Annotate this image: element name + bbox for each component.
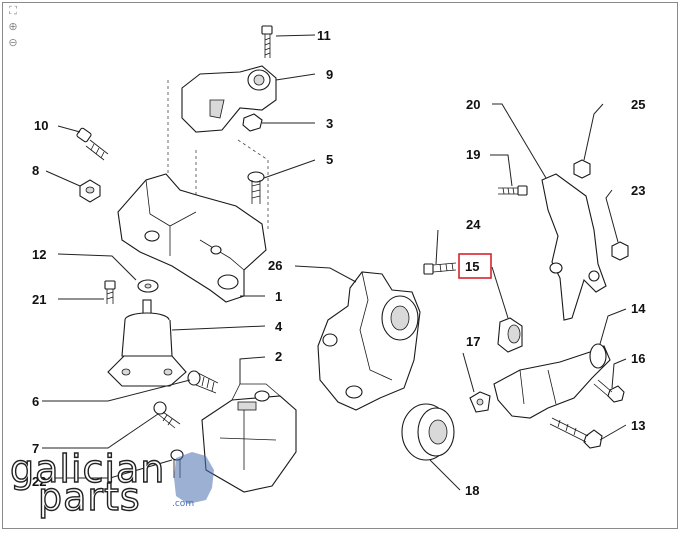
hub-bearing-18-drawing: [401, 403, 455, 461]
bolt-19-drawing: [498, 185, 528, 196]
callout-3[interactable]: 3: [326, 116, 333, 131]
hydraulic-mount-4-drawing: [107, 299, 187, 387]
bolt-21-drawing: [104, 280, 116, 304]
callout-18[interactable]: 18: [465, 483, 479, 498]
nut-25-drawing: [573, 159, 591, 179]
fullscreen-icon[interactable]: ⛶: [9, 5, 17, 17]
callout-13[interactable]: 13: [631, 418, 645, 433]
engine-bracket-1-drawing: [117, 173, 267, 303]
viewer-toolbar: ⛶ ⊕ ⊖: [6, 4, 22, 52]
callout-23[interactable]: 23: [631, 183, 645, 198]
callout-1[interactable]: 1: [275, 289, 282, 304]
callout-6[interactable]: 6: [32, 394, 39, 409]
highlighted-callout-box: [458, 253, 492, 279]
galicianparts-logo: galician parts .com: [9, 446, 214, 520]
callout-5[interactable]: 5: [326, 152, 333, 167]
galicia-map-shape: [174, 452, 214, 504]
bolt-11-drawing: [261, 25, 273, 58]
bolt-10-drawing: [76, 127, 109, 161]
zoom-out-icon[interactable]: ⊖: [8, 37, 18, 49]
bushing-15-drawing: [497, 317, 523, 353]
callout-10[interactable]: 10: [34, 118, 48, 133]
callout-19[interactable]: 19: [466, 147, 480, 162]
bolt-6-drawing: [187, 370, 219, 394]
bolt-5-drawing: [247, 171, 265, 204]
callout-26[interactable]: 26: [268, 258, 282, 273]
bolt-13-drawing: [549, 417, 603, 449]
callout-17[interactable]: 17: [466, 334, 480, 349]
mount-bracket-9-drawing: [181, 65, 277, 133]
callout-4[interactable]: 4: [275, 319, 283, 334]
callout-11[interactable]: 11: [317, 28, 331, 43]
callout-12[interactable]: 12: [32, 247, 46, 262]
mount-housing-2-drawing: [201, 383, 297, 493]
nut-3-drawing: [242, 113, 263, 132]
callout-24[interactable]: 24: [466, 217, 481, 232]
bolt-24-drawing: [423, 262, 457, 275]
bolt-16-drawing: [593, 379, 625, 403]
callout-22[interactable]: 22: [32, 474, 46, 489]
callout-20[interactable]: 20: [466, 97, 480, 112]
callout-14[interactable]: 14: [631, 301, 646, 316]
nut-8-drawing: [79, 179, 101, 203]
logo-word-galician: galician: [10, 447, 165, 491]
callout-15[interactable]: 15: [465, 259, 479, 274]
steering-knuckle-26-drawing: [317, 271, 421, 411]
logo-word-parts: parts: [38, 475, 141, 519]
callout-16[interactable]: 16: [631, 351, 645, 366]
leader-lines: [42, 34, 627, 491]
callout-21[interactable]: 21: [32, 292, 46, 307]
bolt-7-drawing: [153, 401, 181, 429]
callout-numbers: 11 9 3 10 5 8 12 21 1 4 6 2 7 22 26 24 1…: [32, 28, 646, 498]
callout-25[interactable]: 25: [631, 97, 645, 112]
zoom-in-icon[interactable]: ⊕: [8, 21, 18, 33]
nut-23-drawing: [611, 241, 629, 261]
bracket-20-drawing: [541, 173, 607, 321]
callout-8[interactable]: 8: [32, 163, 39, 178]
logo-suffix: .com: [172, 499, 194, 509]
control-arm-14-drawing: [493, 343, 611, 419]
callout-9[interactable]: 9: [326, 67, 333, 82]
callout-7[interactable]: 7: [32, 441, 39, 456]
callout-2[interactable]: 2: [275, 349, 282, 364]
bracket-17-drawing: [469, 391, 491, 413]
washer-12-drawing: [137, 279, 159, 293]
